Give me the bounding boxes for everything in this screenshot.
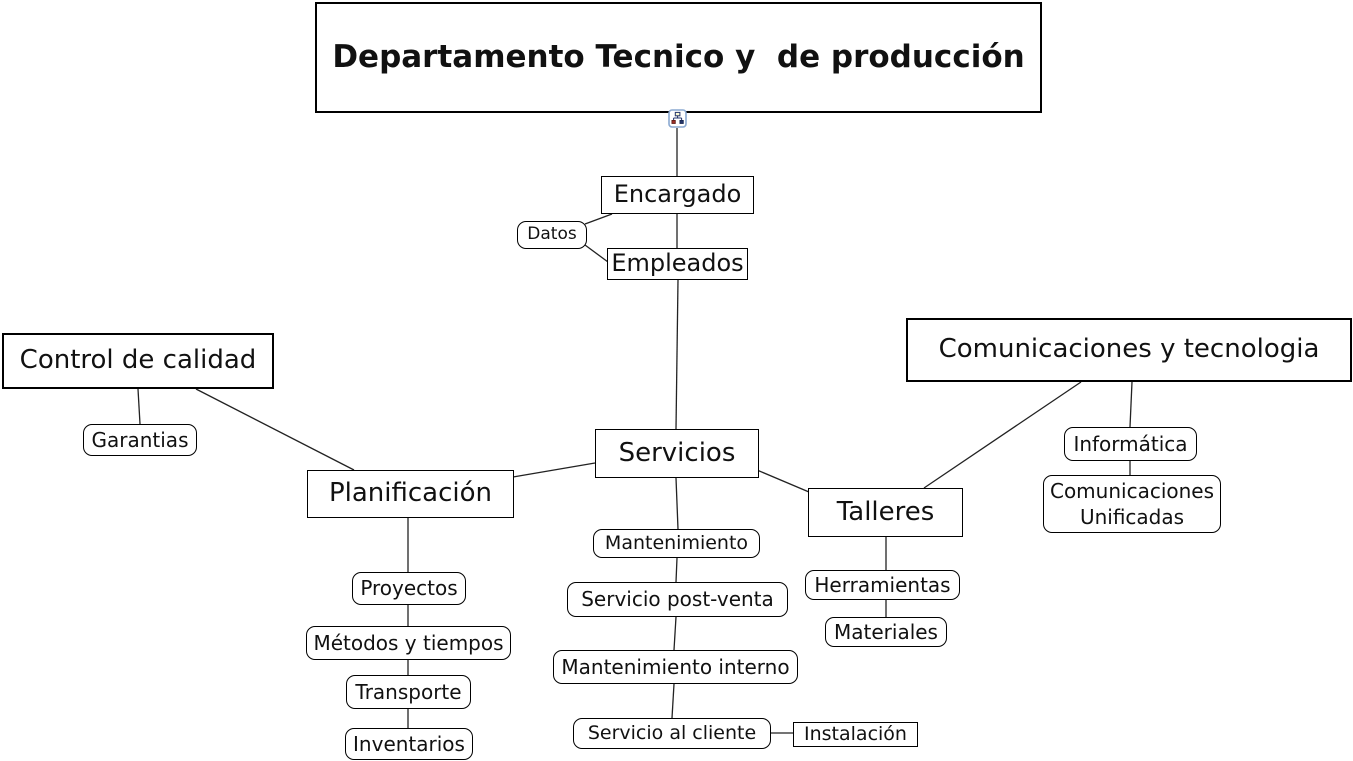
edge-servicios-mantenimiento <box>675 477 679 530</box>
edge-mantinterno-servcliente <box>671 683 675 719</box>
edge-datos-encargado <box>584 213 613 225</box>
node-materiales[interactable]: Materiales <box>825 617 947 647</box>
node-planificacion[interactable]: Planificación <box>307 470 514 518</box>
node-comunicaciones-unificadas[interactable]: Comunicaciones Unificadas <box>1043 475 1221 533</box>
edge-mantenimiento-postventa <box>675 557 678 583</box>
node-garantias[interactable]: Garantias <box>83 424 197 456</box>
nested-node-icon[interactable] <box>668 109 687 128</box>
node-inventarios[interactable]: Inventarios <box>345 728 473 760</box>
node-mantenimiento[interactable]: Mantenimiento <box>593 529 760 558</box>
node-empleados[interactable]: Empleados <box>607 248 748 280</box>
node-talleres[interactable]: Talleres <box>808 488 963 537</box>
edge-comunicaciones-talleres <box>923 381 1082 489</box>
node-servicio-al-cliente[interactable]: Servicio al cliente <box>573 718 771 749</box>
edge-postventa-mantinterno <box>673 616 677 651</box>
node-servicios[interactable]: Servicios <box>595 429 759 478</box>
node-control-de-calidad[interactable]: Control de calidad <box>2 333 274 389</box>
node-encargado[interactable]: Encargado <box>601 176 754 214</box>
node-metodos-y-tiempos[interactable]: Métodos y tiempos <box>306 626 511 660</box>
edge-servicios-talleres <box>756 469 810 493</box>
edge-controlcalidad-garantias <box>137 388 141 425</box>
edge-datos-empleados <box>584 244 609 263</box>
node-mantenimiento-interno[interactable]: Mantenimiento interno <box>553 650 798 684</box>
edge-planificacion-servicios <box>512 462 596 478</box>
edge-comunicaciones-informatica <box>1129 381 1133 428</box>
node-datos[interactable]: Datos <box>517 221 587 249</box>
node-servicio-post-venta[interactable]: Servicio post-venta <box>567 582 788 617</box>
node-herramientas[interactable]: Herramientas <box>805 570 960 600</box>
node-instalacion[interactable]: Instalación <box>793 722 918 747</box>
node-transporte[interactable]: Transporte <box>346 675 471 709</box>
node-comunicaciones-y-tecnologia[interactable]: Comunicaciones y tecnologia <box>906 318 1352 382</box>
node-informatica[interactable]: Informática <box>1064 427 1197 461</box>
edge-empleados-servicios <box>675 279 679 430</box>
edge-controlcalidad-planificacion <box>195 388 355 471</box>
node-proyectos[interactable]: Proyectos <box>352 572 466 605</box>
node-title[interactable]: Departamento Tecnico y de producción <box>315 2 1042 113</box>
